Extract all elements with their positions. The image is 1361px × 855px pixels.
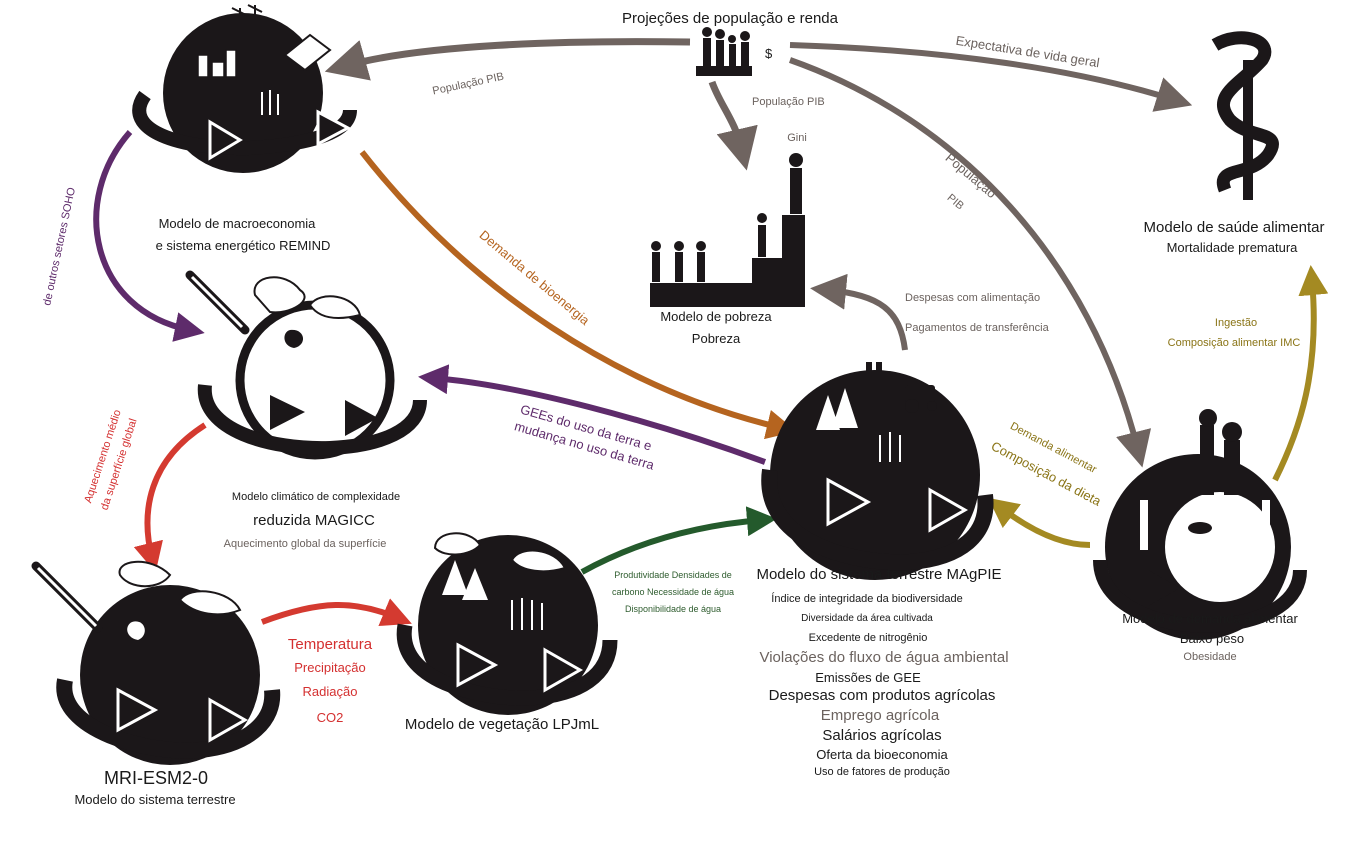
tree-icon: [816, 388, 858, 430]
mri-title: MRI-ESM2-0: [103, 768, 209, 788]
magicc-title-line2: reduzida MAGICC: [253, 512, 375, 529]
magicc-title-line1: Modelo climático de complexidade: [231, 491, 401, 503]
thermometer-icon: [185, 270, 250, 335]
magpie-indicator: Emissões de GEE: [815, 670, 921, 685]
health-output: Mortalidade prematura: [1166, 240, 1298, 255]
label-despesas-alimentacao: Despesas com alimentação: [905, 292, 1041, 304]
dollar-sign: $: [765, 46, 773, 61]
arrow-magicc-to-mri: [133, 422, 207, 573]
label-co2: CO2: [316, 710, 344, 725]
arrow-pop-to-remind: [324, 38, 691, 81]
arrow-mri-to-lpjml: [260, 598, 412, 627]
food-demand-globe: [1093, 409, 1307, 640]
magicc-globe: [185, 270, 427, 460]
person-icon: [651, 153, 803, 282]
label-radiacao: Radiação: [302, 684, 358, 699]
factory-icon: [197, 49, 237, 78]
mri-globe: [31, 560, 281, 765]
arrow-remind-to-magicc: [93, 130, 205, 342]
crop-icon: [511, 598, 543, 630]
magpie-indicator: Oferta da bioeconomia: [816, 747, 948, 762]
remind-globe: [132, 4, 357, 173]
magpie-indicator: Índice de integridade da biodiversidade: [771, 593, 963, 605]
label-precipitacao: Precipitação: [294, 660, 366, 675]
tractor-icon: [905, 385, 937, 413]
magpie-indicator: Diversidade da área cultivada: [801, 613, 933, 624]
poverty-title: Modelo de pobreza: [660, 309, 772, 324]
food-demand-title: Modelo de demanda alimentar: [1122, 611, 1298, 626]
person-icon: [1199, 409, 1242, 495]
lpjml-globe: [396, 532, 618, 715]
poverty-staircase: [650, 153, 805, 307]
label-produtividade-line3: Disponibilidade de água: [624, 604, 722, 614]
label-gini: Gini: [787, 132, 807, 144]
magpie-globe: [761, 362, 994, 580]
population-income-title: Projeções de população e renda: [622, 10, 838, 27]
fork-icon: [1140, 500, 1148, 550]
food-demand-output1: Baixo peso: [1179, 631, 1245, 646]
farmer-icon: [866, 362, 882, 384]
lpjml-title: Modelo de vegetação LPJmL: [404, 716, 600, 733]
label-composicao-imc: Composição alimentar IMC: [1167, 337, 1301, 349]
magpie-title: Modelo do sistema terrestre MAgPIE: [756, 566, 1002, 583]
label-ingestao: Ingestão: [1214, 317, 1258, 329]
remind-title-line2: e sistema energético REMIND: [155, 238, 331, 253]
label-pagamentos: Pagamentos de transferência: [905, 322, 1049, 334]
label-produtividade-line1: Produtividade Densidades de: [614, 570, 732, 580]
poverty-output: Pobreza: [691, 331, 741, 346]
arrow-lpjml-to-magpie: [580, 506, 777, 575]
caduceus-snake-icon: [1211, 31, 1279, 200]
arrow-pop-to-food-demand: [789, 57, 1152, 468]
magpie-indicator: Emprego agrícola: [820, 707, 940, 724]
magpie-indicator: Violações do fluxo de água ambiental: [759, 649, 1009, 666]
arrow-magpie-to-magicc: [418, 364, 767, 465]
magpie-indicator: Salários agrícolas: [822, 727, 942, 744]
tree-icon: [442, 560, 488, 600]
knife-icon: [1262, 500, 1270, 550]
cow-icon: [1188, 522, 1212, 534]
label-produtividade-line2: carbono Necessidade de água: [611, 587, 735, 597]
magpie-indicator: Excedente de nitrogênio: [808, 632, 928, 644]
arrow-food-to-health: [1272, 265, 1329, 482]
arrow-magpie-to-poverty: [810, 273, 908, 351]
remind-title-line1: Modelo de macroeconomia: [158, 216, 316, 231]
thermometer-icon: [31, 561, 103, 633]
label-pop-pib-down: População PIB: [752, 96, 825, 108]
health-title: Modelo de saúde alimentar: [1143, 219, 1325, 236]
magpie-indicator: Despesas com produtos agrícolas: [768, 687, 996, 704]
arrow-pop-to-poverty: [708, 80, 758, 171]
crop-icon: [879, 432, 901, 462]
food-demand-output2: Obesidade: [1183, 651, 1237, 663]
arrows-group: [93, 38, 1329, 627]
label-temperatura: Temperatura: [287, 636, 373, 653]
crop-icon: [261, 90, 279, 115]
wind-turbine-icon: [231, 4, 263, 40]
magicc-output: Aquecimento global da superfície: [223, 538, 387, 550]
population-icon: [696, 27, 752, 76]
mri-subtitle: Modelo do sistema terrestre: [74, 792, 236, 807]
arrow-pop-to-health: [789, 42, 1193, 112]
power-plant-icon: [283, 33, 332, 72]
arrow-remind-to-magpie: [359, 150, 797, 440]
arrow-food-to-magpie: [988, 497, 1091, 548]
magpie-indicator: Uso de fatores de produção: [814, 766, 950, 778]
